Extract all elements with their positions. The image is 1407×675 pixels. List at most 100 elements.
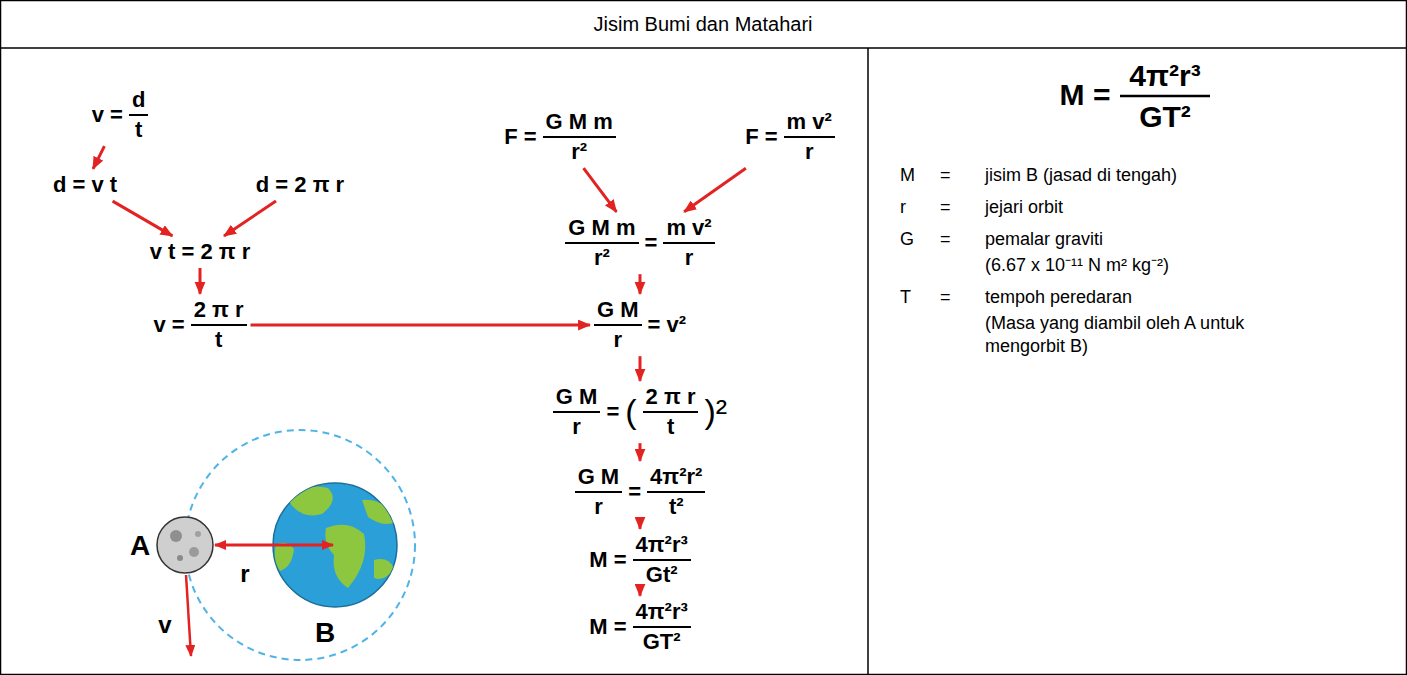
numerator: G M m — [565, 216, 638, 244]
numerator: G M — [553, 385, 601, 413]
equation-text: 2 π r — [646, 384, 696, 409]
equation-node: M = 4π²r³ GT² — [589, 600, 691, 654]
fraction: m v² r — [784, 110, 835, 164]
fraction: G Mr — [575, 465, 623, 519]
radius-arrow — [215, 544, 333, 547]
equals-sign: = — [940, 286, 951, 309]
equation-node: v =2 π rt — [153, 298, 246, 352]
definition-text: tempoh peredaran — [985, 286, 1132, 309]
definition-text: jejari orbit — [985, 196, 1063, 219]
numerator: d — [129, 88, 148, 116]
fraction: G M r — [553, 385, 601, 439]
numerator: G M — [594, 298, 642, 326]
fraction: 2 π r t — [191, 298, 247, 352]
formula-term: M = — [1060, 76, 1111, 114]
flow-arrow — [224, 201, 276, 236]
numerator: 2 π r — [643, 385, 699, 413]
numerator: m v² — [663, 216, 714, 244]
fraction: 4π²r³ GT² — [633, 600, 691, 654]
flow-arrow — [113, 201, 173, 236]
fraction: dt — [129, 88, 148, 142]
equation-text: 4π²r³ — [636, 599, 688, 624]
equation-text: d = 2 π r — [256, 173, 344, 197]
equation-node: F = G M mr² — [504, 110, 616, 164]
denominator: t — [212, 326, 225, 352]
equation-text: F = — [504, 125, 536, 149]
equation-text: M = — [589, 548, 626, 572]
denominator: r — [591, 493, 606, 519]
figure-label: A — [130, 528, 150, 563]
equation-node: G M r =(2 π r t )² — [553, 385, 727, 439]
denominator: r — [610, 326, 625, 352]
denominator: Gt² — [643, 561, 681, 587]
fraction: G M mr² — [543, 110, 616, 164]
flow-arrow — [639, 591, 642, 596]
denominator: t — [664, 413, 677, 439]
equation-text: = — [606, 400, 619, 424]
denominator: r — [682, 244, 697, 270]
numerator: G M — [575, 465, 623, 493]
equation-text: F = — [745, 125, 777, 149]
fraction-bar — [1120, 95, 1210, 98]
fraction: G M r — [594, 298, 642, 352]
velocity-arrow — [186, 575, 191, 656]
equation-text: 2 π r — [194, 297, 244, 322]
numerator: G M m — [543, 110, 616, 138]
equation-text: GT² — [643, 629, 681, 654]
equation-node: v t = 2 π r — [150, 240, 251, 264]
flow-arrow — [639, 274, 642, 294]
equation-text: ( — [625, 393, 636, 430]
fraction: G M mr² — [565, 216, 638, 270]
definition-note: (6.67 x 10⁻¹¹ N m² kg⁻²) — [985, 254, 1169, 277]
equation-text: Gt² — [646, 562, 678, 587]
equation-text: t² — [669, 494, 684, 519]
flow-arrow — [639, 523, 642, 529]
equation-text: t — [215, 327, 222, 352]
definition-symbol: G — [900, 228, 914, 251]
numerator: 4π²r³ — [633, 533, 691, 561]
equation-text: = v² — [648, 313, 687, 337]
denominator: t — [132, 116, 145, 142]
equation-text: 4π²r³ — [636, 532, 688, 557]
equation-text: d — [132, 87, 145, 112]
denominator: r — [802, 138, 817, 164]
equals-sign: = — [940, 196, 951, 219]
equation-text: G M — [556, 384, 598, 409]
figure-label: v — [158, 610, 171, 640]
table-rule — [0, 47, 1407, 49]
definition-note: (Masa yang diambil oleh A untuk mengorbi… — [985, 312, 1315, 357]
equation-text: G M — [597, 297, 639, 322]
orbit-path — [185, 430, 415, 660]
fraction: 4π²r³ Gt² — [633, 533, 691, 587]
moon-figure — [157, 517, 213, 573]
numerator: m v² — [784, 110, 835, 138]
numerator: 2 π r — [191, 298, 247, 326]
flow-arrow — [93, 146, 104, 169]
figure-label: r — [240, 559, 249, 589]
formula-term: GT² — [1139, 98, 1191, 136]
equation-node: d = 2 π r — [256, 173, 344, 197]
equation-text: r — [572, 414, 581, 439]
equation-node: d = v t — [53, 173, 117, 197]
equation-text: )² — [704, 393, 727, 430]
diagram-title: Jisim Bumi dan Matahari — [594, 12, 813, 37]
equation-text: r — [594, 494, 603, 519]
definition-symbol: T — [900, 286, 911, 309]
equals-sign: = — [940, 164, 951, 187]
equation-text: M = — [589, 615, 626, 639]
equation-text: v = — [92, 103, 123, 127]
definition-symbol: M — [900, 164, 915, 187]
numerator: 4π²r² — [647, 465, 705, 493]
equation-node: G Mr=4π²r²t² — [575, 465, 706, 519]
flow-arrow — [198, 268, 201, 294]
flow-arrow — [251, 324, 590, 327]
flow-arrow — [639, 443, 642, 461]
fraction: 2 π r t — [643, 385, 699, 439]
equation-text: G M m — [546, 109, 613, 134]
figure-label: B — [315, 615, 335, 650]
equation-text: r — [805, 139, 814, 164]
equation-text: m v² — [787, 109, 832, 134]
